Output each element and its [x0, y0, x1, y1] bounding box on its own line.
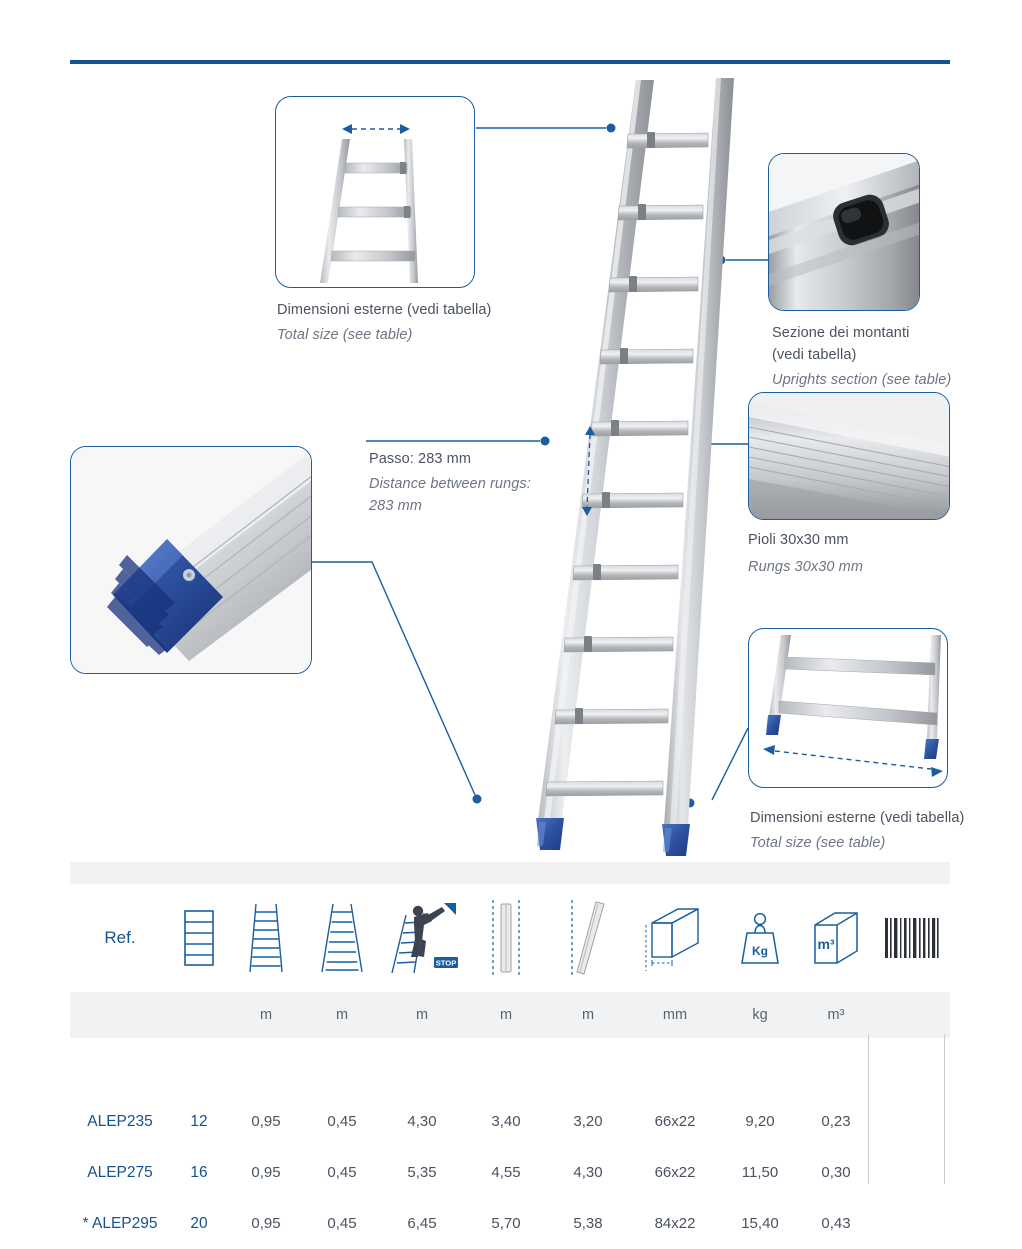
cell-maxh: 5,35	[407, 1164, 437, 1181]
cell-rungs: 20	[190, 1214, 208, 1232]
stop-icon-label: STOP	[436, 959, 457, 968]
cell-width: 0,95	[251, 1215, 281, 1232]
cell-barcode	[874, 1198, 950, 1249]
cell-lenB: 5,38	[573, 1215, 603, 1232]
callout-total-size-top	[275, 96, 475, 288]
icon-cell-profile-section	[628, 884, 722, 992]
callout-total-size-bottom	[748, 628, 948, 788]
kg-icon-label: Kg	[752, 944, 768, 958]
cell-ref: ALEP275	[87, 1163, 153, 1181]
header-divider	[70, 60, 950, 64]
caption-uprights-section-it1: Sezione dei montanti	[772, 325, 910, 341]
table-row[interactable]: * ALEP295 20 0,95 0,45 6,45 5,70 5,38 84…	[70, 1198, 950, 1249]
cell-section: 66x22	[654, 1164, 696, 1181]
caption-uprights-section-it2: (vedi tabella)	[772, 346, 857, 363]
cell-section: 84x22	[654, 1215, 696, 1232]
ref-column-header: Ref.	[70, 884, 170, 992]
cell-ref: * ALEP295	[70, 1198, 170, 1249]
unit-lenA: m	[464, 992, 548, 1038]
table-top-band	[70, 862, 950, 884]
cell-ref-text: ALEP295	[92, 1214, 158, 1232]
icon-cell-ladder-width	[304, 884, 380, 992]
caption-rung-distance-it: Passo: 283 mm	[369, 451, 472, 467]
m3-icon-label: m³	[817, 936, 834, 952]
cell-depth: 0,45	[327, 1164, 357, 1181]
specification-table: Ref.	[70, 862, 950, 1249]
cell-lenB: 4,30	[573, 1164, 603, 1181]
unit-depth: m	[304, 992, 380, 1038]
cell-barcode	[874, 1096, 950, 1147]
unit-ref	[70, 992, 170, 1038]
icon-cell-barcode	[874, 884, 950, 992]
caption-rungs-detail-it: Pioli 30x30 mm	[748, 532, 849, 548]
cell-rungs: 12	[190, 1112, 208, 1130]
cell-volume: 0,43	[821, 1215, 851, 1232]
callout-uprights-section	[768, 153, 920, 311]
caption-rungs-detail: Pioli 30x30 mm Rungs 30x30 mm	[748, 530, 998, 579]
unit-weight: kg	[722, 992, 798, 1038]
cell-width: 0,95	[251, 1113, 281, 1130]
cell-ref: ALEP235	[87, 1112, 153, 1130]
cell-width: 0,95	[251, 1164, 281, 1181]
icon-cell-weight-kg: Kg	[722, 884, 798, 992]
cell-lenA: 3,40	[491, 1113, 521, 1130]
caption-total-size-top-en: Total size (see table)	[277, 326, 413, 343]
cell-lenA: 4,55	[491, 1164, 521, 1181]
unit-barcode	[874, 992, 950, 1038]
caption-total-size-bottom: Dimensioni esterne (vedi tabella) Total …	[750, 808, 1022, 855]
ladder-product-image	[440, 78, 770, 856]
unit-volume: m³	[798, 992, 874, 1038]
caption-uprights-section-en: Uprights section (see table)	[772, 371, 952, 388]
caption-rung-distance-en1: Distance between rungs:	[369, 475, 531, 492]
table-row[interactable]: ALEP235 12 0,95 0,45 4,30 3,40 3,20 66x2…	[70, 1096, 950, 1147]
unit-rungs	[170, 992, 228, 1038]
cell-rungs: 16	[190, 1163, 208, 1181]
cell-lenA: 5,70	[491, 1215, 521, 1232]
cell-weight: 11,50	[741, 1164, 779, 1181]
callout-rungs-detail	[748, 392, 950, 520]
cell-weight: 15,40	[741, 1215, 779, 1232]
cell-depth: 0,45	[327, 1113, 357, 1130]
cell-ref-star: *	[82, 1214, 89, 1232]
table-vertical-separator-1	[868, 1034, 869, 1184]
cell-volume: 0,23	[821, 1113, 851, 1130]
caption-rung-distance-en2: 283 mm	[369, 497, 422, 514]
caption-total-size-top: Dimensioni esterne (vedi tabella) Total …	[277, 300, 567, 347]
caption-rungs-detail-en: Rungs 30x30 mm	[748, 558, 864, 575]
cell-volume: 0,30	[821, 1164, 851, 1181]
unit-section: mm	[628, 992, 722, 1038]
table-spacer-row	[70, 1038, 950, 1096]
icon-cell-ladder-rungs	[228, 884, 304, 992]
cell-maxh: 4,30	[407, 1113, 437, 1130]
cell-section: 66x22	[654, 1113, 696, 1130]
callout-foot-cap	[70, 446, 312, 674]
icon-cell-leaning-length	[548, 884, 628, 992]
caption-uprights-section: Sezione dei montanti (vedi tabella) Upri…	[772, 323, 1002, 391]
icon-cell-vertical-length	[464, 884, 548, 992]
icon-cell-ladder-front	[170, 884, 228, 992]
caption-total-size-bottom-it: Dimensioni esterne (vedi tabella)	[750, 810, 965, 826]
unit-width: m	[228, 992, 304, 1038]
icon-cell-person-stop: STOP	[380, 884, 464, 992]
cell-depth: 0,45	[327, 1215, 357, 1232]
table-vertical-separator-2	[944, 1034, 945, 1184]
cell-maxh: 6,45	[407, 1215, 437, 1232]
caption-rung-distance: Passo: 283 mm Distance between rungs: 28…	[369, 449, 609, 517]
table-icon-header-row: Ref.	[70, 884, 950, 992]
icon-cell-volume-m3: m³	[798, 884, 874, 992]
table-row[interactable]: ALEP275 16 0,95 0,45 5,35 4,55 4,30 66x2…	[70, 1147, 950, 1198]
unit-lenB: m	[548, 992, 628, 1038]
table-units-row: m m m m m mm kg m³	[70, 992, 950, 1038]
cell-barcode	[874, 1147, 950, 1198]
caption-total-size-top-it: Dimensioni esterne (vedi tabella)	[277, 302, 492, 318]
cell-lenB: 3,20	[573, 1113, 603, 1130]
cell-weight: 9,20	[745, 1113, 775, 1130]
caption-total-size-bottom-en: Total size (see table)	[750, 834, 886, 851]
unit-maxh: m	[380, 992, 464, 1038]
